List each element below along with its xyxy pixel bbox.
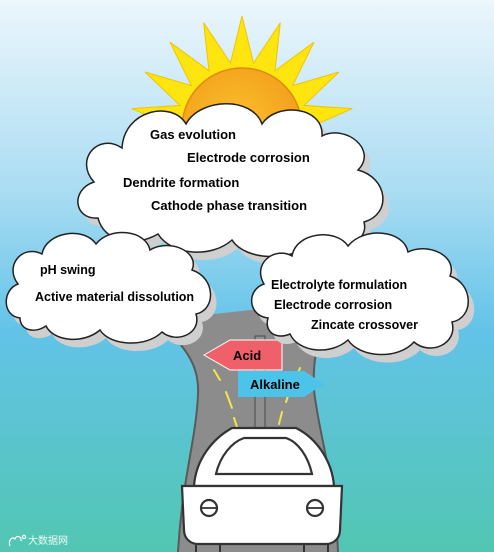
cloud-top-item-4: Cathode phase transition bbox=[151, 198, 308, 213]
acid-sign bbox=[202, 339, 283, 371]
cloud-top-item-2: Electrode corrosion bbox=[187, 150, 310, 165]
cloud-left-item-2: Active material dissolution bbox=[35, 290, 195, 304]
car-icon bbox=[180, 426, 344, 552]
alkaline-sign bbox=[238, 371, 324, 397]
watermark-text: 大数据网 bbox=[28, 536, 68, 547]
acid-sign-label: Acid bbox=[233, 348, 262, 363]
cloud-top-item-3: Dendrite formation bbox=[123, 175, 240, 190]
alkaline-sign-label: Alkaline bbox=[250, 377, 300, 392]
cloud-right-item-1: Electrolyte formulation bbox=[271, 278, 408, 292]
cloud-top-item-1: Gas evolution bbox=[150, 127, 236, 142]
cloud-left-item-1: pH swing bbox=[40, 263, 96, 277]
cloud-right-item-3: Zincate crossover bbox=[311, 318, 418, 332]
watermark-logo-icon bbox=[8, 534, 27, 547]
cloud-left bbox=[5, 231, 217, 352]
cloud-right-item-2: Electrode corrosion bbox=[274, 298, 393, 312]
cloud-right bbox=[250, 232, 475, 363]
cloud-top bbox=[77, 103, 389, 265]
